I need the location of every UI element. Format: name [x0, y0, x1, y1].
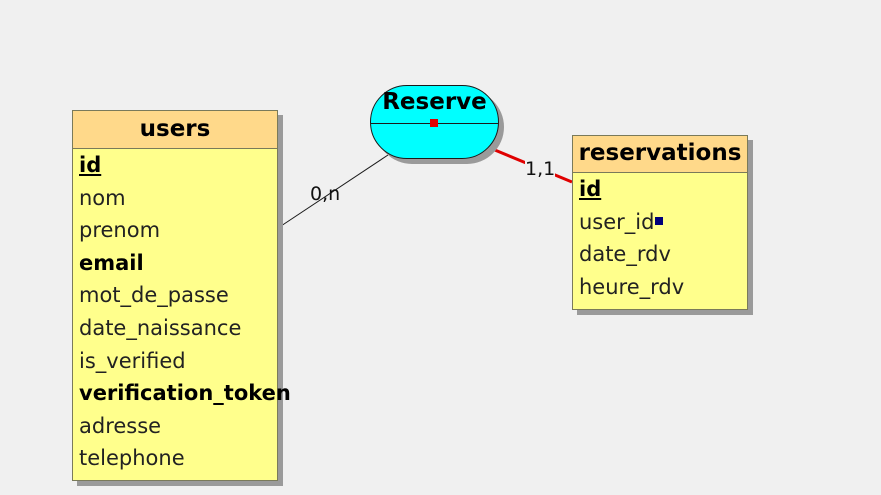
users-entity[interactable]: users id nom prenom email mot_de_passe date_n… — [72, 110, 291, 481]
entity-title: reservations — [573, 136, 747, 173]
attribute-date-naissance: date_naissance — [79, 315, 242, 340]
users-cardinality-label: 0,n — [310, 183, 341, 205]
attribute-verification-token: verification_token — [79, 381, 291, 406]
reserve-association[interactable]: Reserve — [370, 85, 499, 159]
attribute-heure-rdv: heure_rdv — [579, 274, 685, 299]
entity-title: users — [73, 111, 277, 149]
reservations-cardinality-label: 1,1 — [525, 158, 556, 180]
reservations-entity[interactable]: reservations id user_id date_rdv heure_rdv — [572, 135, 748, 310]
attribute-id: id — [579, 177, 602, 201]
attribute-is-verified: is_verified — [79, 348, 186, 373]
users-reserve-link — [277, 154, 389, 229]
reservations-attribute-list: id user_id date_rdv heure_rdv — [573, 173, 747, 303]
attribute-prenom: prenom — [79, 218, 161, 243]
attribute-adresse: adresse — [79, 413, 162, 438]
attribute-mot-de-passe: mot_de_passe — [79, 283, 229, 308]
association-name: Reserve — [382, 89, 487, 115]
foreign-key-marker — [655, 216, 664, 225]
attribute-email: email — [79, 250, 144, 275]
attribute-date-rdv: date_rdv — [579, 242, 671, 267]
attribute-id: id — [79, 153, 102, 177]
attribute-telephone: telephone — [79, 446, 185, 471]
attribute-nom: nom — [79, 185, 126, 210]
attribute-user-id: user_id — [573, 206, 747, 239]
users-attribute-list: id nom prenom email mot_de_passe date_naissan… — [73, 149, 291, 475]
association-handle-marker — [430, 119, 438, 127]
